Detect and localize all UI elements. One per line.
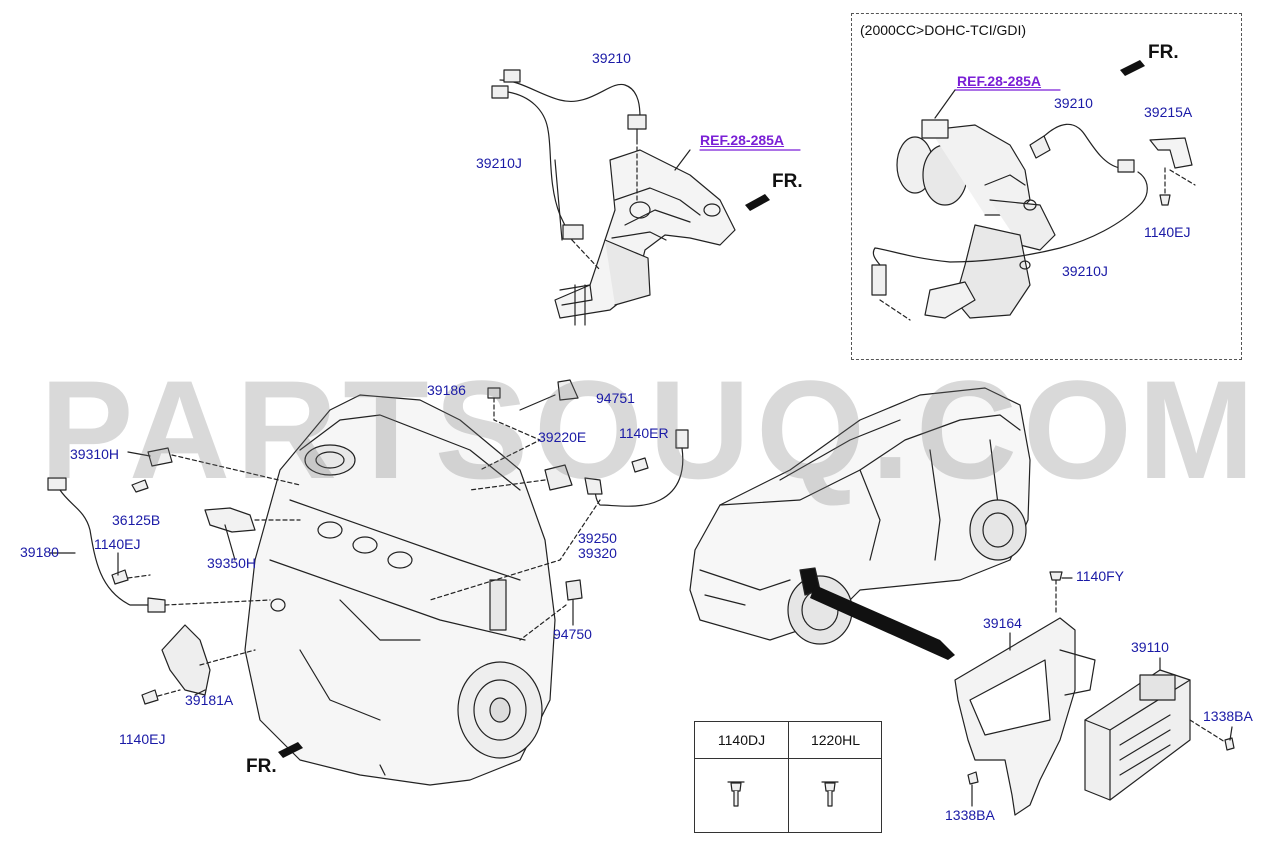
part-label-1140ER[interactable]: 1140ER [619, 425, 669, 441]
part-label-39250[interactable]: 39250 [578, 530, 617, 546]
fr-label-inset: FR. [1148, 42, 1179, 63]
part-label-1338BA-right[interactable]: 1338BA [1203, 708, 1253, 724]
ref-link-main[interactable]: REF.28-285A [700, 132, 785, 148]
part-label-39180[interactable]: 39180 [20, 544, 59, 560]
part-label-1140EJ-bottom[interactable]: 1140EJ [119, 731, 166, 747]
clip-94751-drawing [557, 379, 579, 401]
exhaust-manifold-drawing [554, 149, 736, 326]
part-label-1140EJ-inset[interactable]: 1140EJ [1144, 224, 1191, 240]
part-label-39186[interactable]: 39186 [427, 382, 466, 398]
part-label-39210J-inset[interactable]: 39210J [1062, 263, 1108, 279]
fr-label-engine: FR. [246, 756, 277, 777]
part-label-39110[interactable]: 39110 [1131, 639, 1169, 655]
part-label-39215A[interactable]: 39215A [1144, 104, 1193, 120]
fr-label-main: FR. [772, 171, 803, 192]
ecu-module-drawing [1084, 669, 1235, 801]
sensor-94750-drawing [519, 579, 583, 641]
part-label-39210-main[interactable]: 39210 [592, 50, 631, 66]
part-label-39220E[interactable]: 39220E [538, 429, 587, 445]
parts-table-header-1140DJ[interactable]: 1140DJ [695, 722, 788, 759]
inset-title: (2000CC>DOHC-TCI/GDI) [860, 22, 1027, 38]
part-label-39210-inset[interactable]: 39210 [1054, 95, 1093, 111]
bolt-36125B-drawing [131, 479, 149, 493]
bolt-1220HL-drawing [821, 781, 839, 807]
part-label-39310H[interactable]: 39310H [70, 446, 120, 462]
bolt-1140EJ-bottom-drawing [141, 689, 181, 705]
oxygen-sensor-upper-drawing [491, 69, 647, 271]
fr-arrow-main [745, 194, 770, 211]
part-label-39181A[interactable]: 39181A [185, 692, 234, 708]
part-label-36125B[interactable]: 36125B [112, 512, 161, 528]
part-label-1140FY[interactable]: 1140FY [1076, 568, 1124, 584]
bolt-39186-drawing [479, 387, 541, 471]
part-label-39210J-main[interactable]: 39210J [476, 155, 522, 171]
part-label-1140EJ-left[interactable]: 1140EJ [94, 536, 141, 552]
ecu-bracket-drawing [954, 571, 1096, 816]
part-label-94750[interactable]: 94750 [553, 626, 592, 642]
bolt-1140DJ-drawing [727, 781, 745, 807]
parts-table-col-1220HL: 1220HL [789, 722, 882, 832]
inset-frame [851, 13, 1242, 360]
parts-table: 1140DJ 1220HL [694, 721, 882, 833]
part-label-39320[interactable]: 39320 [578, 545, 617, 561]
fr-arrow-inset [1120, 60, 1145, 76]
part-label-94751[interactable]: 94751 [596, 390, 635, 406]
heat-shield-39181A-drawing [161, 624, 256, 696]
parts-table-header-1220HL[interactable]: 1220HL [789, 722, 882, 759]
crank-sensor-harness-drawing [47, 477, 271, 613]
oxygen-sensor-inset-drawing [871, 123, 1196, 321]
fr-arrow-engine [278, 742, 303, 758]
bracket-39350H-drawing [204, 507, 301, 533]
engine-block-drawing [244, 394, 556, 786]
part-label-39350H[interactable]: 39350H [207, 555, 257, 571]
vehicle-drawing [689, 387, 1031, 660]
part-label-1338BA-bottom[interactable]: 1338BA [945, 807, 995, 823]
parts-table-col-1140DJ: 1140DJ [695, 722, 789, 832]
part-label-39164[interactable]: 39164 [983, 615, 1022, 631]
oil-pressure-sensor-harness-drawing [429, 429, 689, 601]
knock-sensor-drawing [469, 464, 573, 491]
ref-link-inset[interactable]: REF.28-285A [957, 73, 1042, 89]
cam-sensor-drawing [147, 447, 301, 486]
turbo-manifold-drawing [896, 119, 1056, 319]
